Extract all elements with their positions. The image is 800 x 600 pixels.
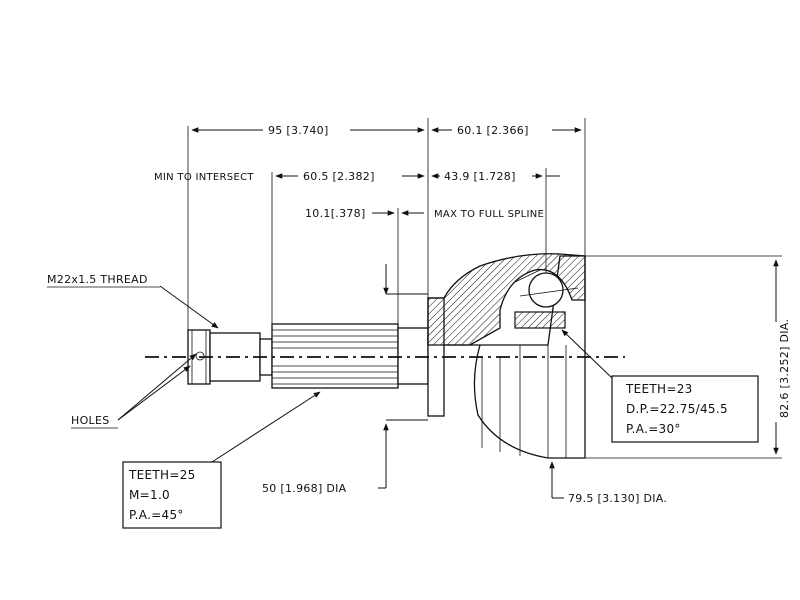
dimension-texts: 95 [3.740] 60.1 [2.366] MIN TO INTERSECT… <box>154 124 791 505</box>
spec-box-inner: TEETH=23 D.P.=22.75/45.5 P.A.=30° <box>611 375 759 443</box>
bell-to-center-text: 43.9 [1.728] <box>444 170 516 183</box>
overall-length-text: 95 [3.740] <box>268 124 329 137</box>
shaft-shoulder <box>397 327 429 385</box>
outer-dia-text: 82.6 [3.252] DIA. <box>778 319 791 418</box>
outer-teeth-text: TEETH=25 <box>128 468 196 482</box>
inner-teeth-text: TEETH=23 <box>625 382 693 396</box>
min-to-intersect-label: MIN TO INTERSECT <box>154 172 254 183</box>
holes-label: HOLES <box>71 414 110 427</box>
bell-length-text: 60.1 [2.366] <box>457 124 529 137</box>
dimension-lines <box>117 118 782 499</box>
thread-label: M22x1.5 THREAD <box>47 273 148 286</box>
spline-gap-text: 10.1[.378] <box>305 207 366 220</box>
bearing-ball <box>528 272 564 308</box>
inner-dp-text: D.P.=22.75/45.5 <box>626 402 728 416</box>
spline-lines <box>272 329 398 385</box>
inner-race-hatched <box>514 311 566 329</box>
bell-section-hatched <box>427 253 586 346</box>
inner-pa-text: P.A.=30° <box>626 422 681 436</box>
bell-housing <box>444 255 586 459</box>
max-full-spline-text: MAX TO FULL SPLINE <box>434 209 544 220</box>
bell-dia-text: 79.5 [3.130] DIA. <box>568 492 667 505</box>
splined-shaft <box>271 323 399 389</box>
outer-pa-text: P.A.=45° <box>129 508 184 522</box>
outer-module-text: M=1.0 <box>129 488 170 502</box>
shaft-dia-text: 50 [1.968] DIA <box>262 482 347 495</box>
callout-texts: M22x1.5 THREAD HOLES <box>47 273 160 429</box>
spec-box-outer: TEETH=25 M=1.0 P.A.=45° <box>122 461 222 529</box>
min-to-intersect-text: 60.5 [2.382] <box>303 170 375 183</box>
